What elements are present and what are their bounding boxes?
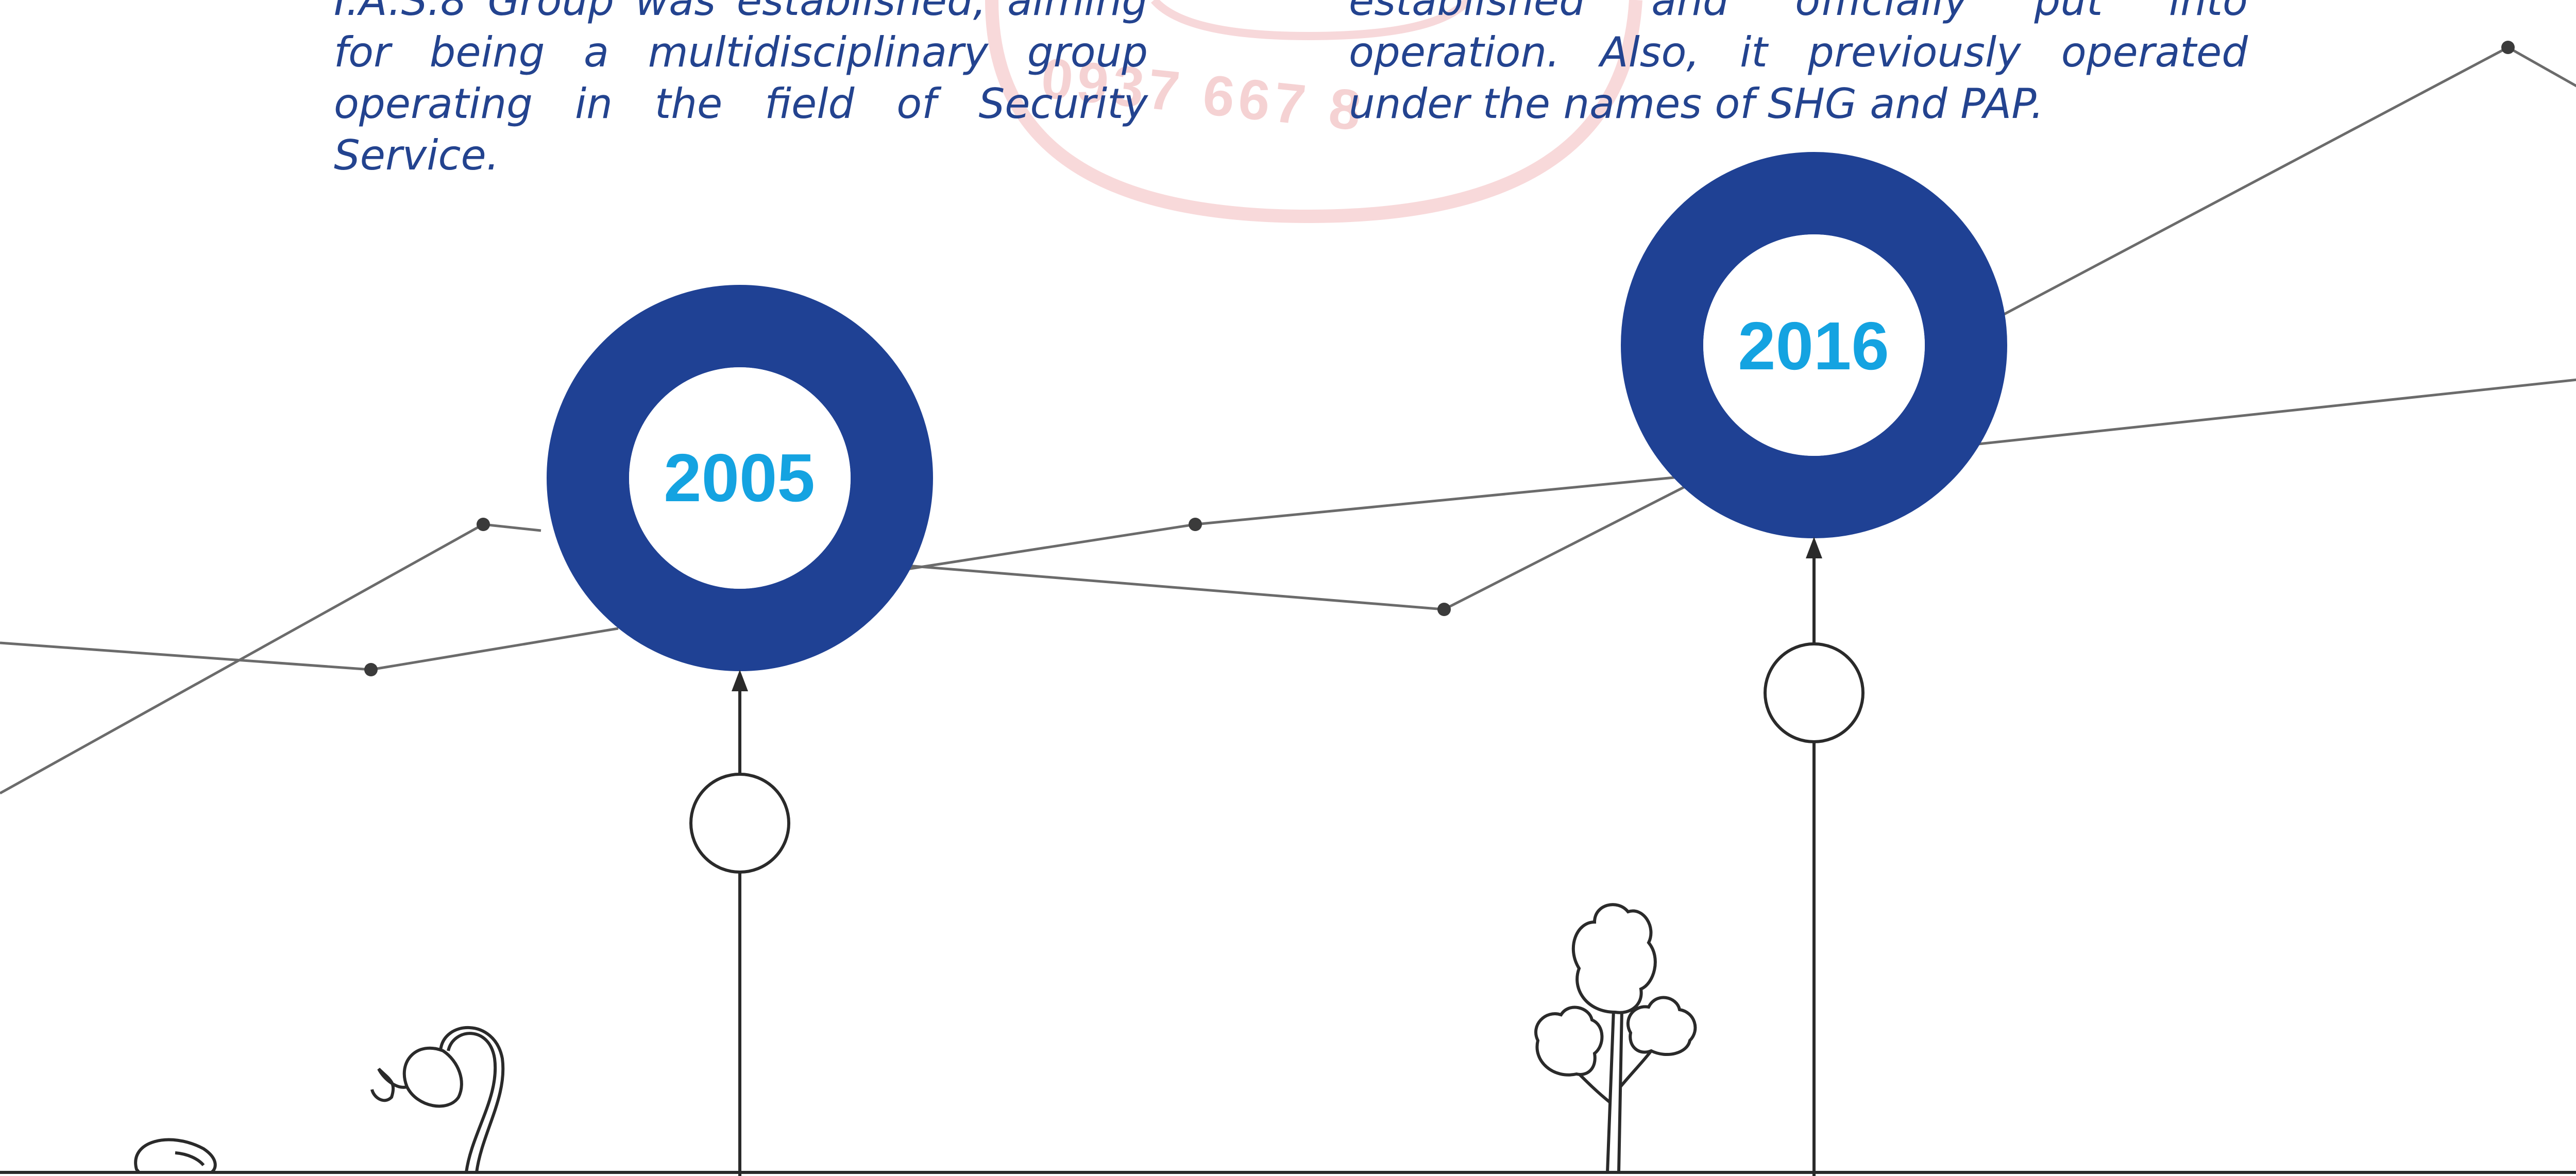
milestone-node — [1764, 642, 1865, 743]
line-node — [364, 663, 378, 676]
milestone-ring — [1621, 152, 2007, 538]
milestone-core — [629, 367, 851, 589]
milestone-year-2016: 2016 — [1738, 308, 1889, 384]
milestone-2005-description: I.A.S.8 Group was established, aiming fo… — [334, 0, 1148, 179]
seed-icon — [134, 1138, 217, 1174]
line-node — [1189, 518, 1202, 531]
arrow-up-icon — [1806, 537, 1822, 558]
milestone-ring — [547, 285, 933, 671]
line-node — [2501, 41, 2515, 54]
line-path-f — [1978, 378, 2576, 446]
line-node — [477, 518, 490, 531]
line-nodes — [364, 41, 2515, 676]
line-path-a — [0, 523, 541, 795]
milestone-node — [689, 773, 790, 874]
milestone-2005 — [547, 285, 933, 1176]
milestone-year-2005: 2005 — [664, 440, 815, 516]
line-path-b — [906, 485, 1686, 611]
milestone-2016-description: established and officially put into oper… — [1349, 0, 2248, 128]
line-node — [1437, 603, 1451, 616]
line-path-d — [0, 627, 619, 671]
sprout-icon — [370, 1026, 505, 1173]
line-path-e — [906, 475, 1685, 571]
arrow-up-icon — [732, 670, 748, 691]
tree-icon — [1534, 903, 1697, 1173]
milestone-core — [1703, 234, 1925, 456]
milestone-2016 — [1621, 152, 2007, 1176]
stamp-watermark — [985, 0, 1642, 224]
